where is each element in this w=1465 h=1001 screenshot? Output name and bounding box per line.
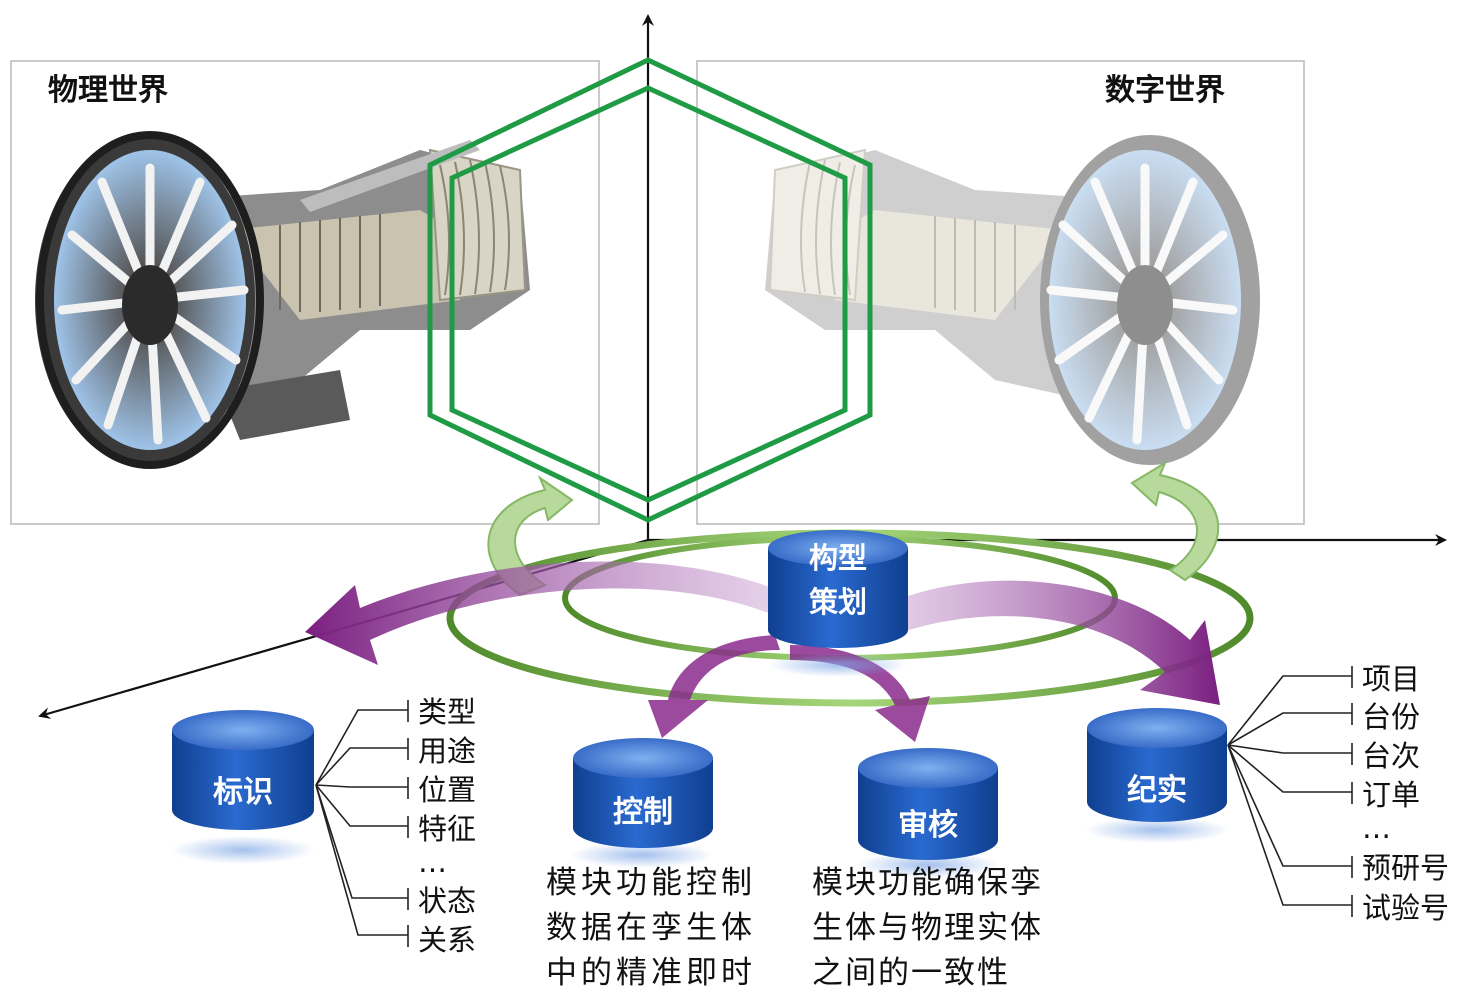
record-branches [1227,666,1353,917]
record-item: 订单 [1362,778,1420,812]
identify-label: 标识 [213,775,273,810]
record-item: 台份 [1362,700,1420,734]
record-item: 预研号 [1362,851,1449,885]
feedback-arrows [487,460,1220,597]
identify-branches [315,700,409,947]
control-label: 控制 [613,795,673,830]
identify-item: 类型 [418,695,476,729]
identify-item: 状态 [418,884,476,918]
twin-hexagon-outline [427,57,873,523]
record-label: 纪实 [1127,773,1187,808]
control-desc-line: 数据在孪生体 [546,910,756,946]
config-planning-label-2: 策划 [809,585,867,619]
digital-world-title: 数字世界 [1105,73,1225,108]
control-desc-line: 中的精准即时 [546,955,756,991]
record-item: 台次 [1362,739,1420,773]
record-item: 试验号 [1362,891,1449,925]
control-description: 模块功能控制 数据在孪生体 中的精准即时 [546,865,756,991]
identify-items: 类型 用途 位置 特征 … 状态 关系 [418,695,476,957]
config-planning-database: 构型 策划 [768,530,908,677]
record-item: 项目 [1362,662,1420,696]
audit-label: 审核 [898,808,958,843]
control-desc-line: 模块功能控制 [546,865,756,901]
audit-desc-line: 之间的一致性 [812,955,1010,991]
record-item: … [1362,811,1391,845]
record-database: 纪实 [1085,708,1229,843]
control-database: 控制 [570,738,714,868]
turbofan-engine-faded-icon [765,135,1260,465]
flow-arrows [305,561,1220,742]
identify-item: 用途 [418,734,476,768]
identify-item: 特征 [418,812,476,846]
turbofan-engine-icon [35,131,530,469]
identify-item: 位置 [418,773,476,807]
audit-database: 审核 [856,748,1000,878]
identify-item: … [418,845,447,879]
audit-desc-line: 模块功能确保孪 [812,865,1043,901]
record-items: 项目 台份 台次 订单 … 预研号 试验号 [1362,662,1449,925]
identify-database: 标识 [171,710,315,864]
config-planning-label-1: 构型 [809,541,867,575]
identify-item: 关系 [418,923,476,957]
physical-world-title: 物理世界 [48,73,168,108]
audit-desc-line: 生体与物理实体 [812,910,1043,946]
audit-description: 模块功能确保孪 生体与物理实体 之间的一致性 [812,865,1043,991]
